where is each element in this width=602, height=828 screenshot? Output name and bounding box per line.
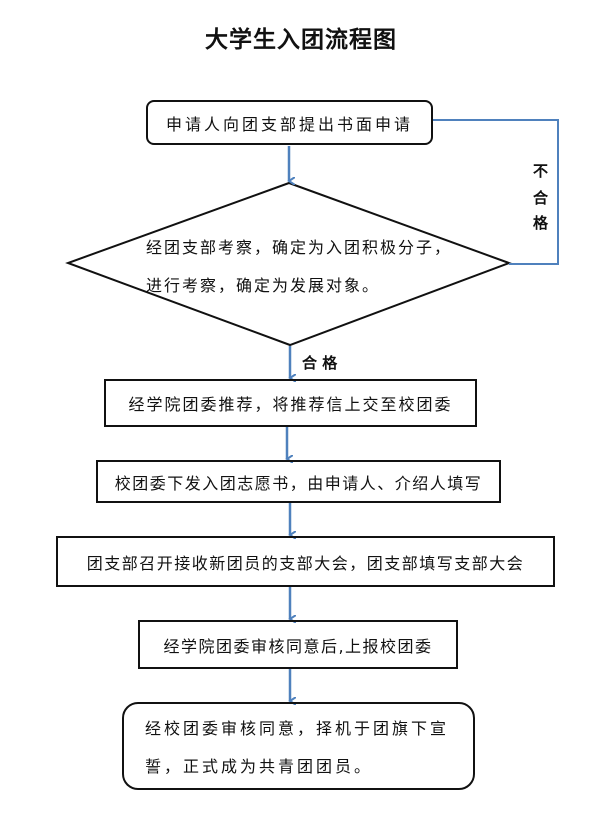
fail-label-1: 不 xyxy=(533,162,549,180)
fail-label-3: 格 xyxy=(533,214,549,232)
step-meeting-text: 团支部召开接收新团员的支部大会，团支部填写支部大会 xyxy=(86,553,525,573)
step-apply: 申请人向团支部提出书面申请 xyxy=(146,100,433,145)
step-final-line2: 誓，正式成为共青团团员。 xyxy=(145,757,374,776)
step-form-text: 校团委下发入团志愿书，由申请人、介绍人填写 xyxy=(114,473,483,493)
step-approve: 经学院团委审核同意后,上报校团委 xyxy=(138,620,458,669)
step-recommend-text: 经学院团委推荐，将推荐信上交至校团委 xyxy=(128,395,453,414)
step-recommend: 经学院团委推荐，将推荐信上交至校团委 xyxy=(104,379,477,427)
fail-label-2: 合 xyxy=(533,189,549,207)
decision-text-line1: 经团支部考察，确定为入团积极分子， xyxy=(146,238,453,257)
step-meeting: 团支部召开接收新团员的支部大会，团支部填写支部大会 xyxy=(56,536,555,587)
step-form: 校团委下发入团志愿书，由申请人、介绍人填写 xyxy=(96,460,501,503)
pass-label: 合 格 xyxy=(302,354,338,372)
step-final-line1: 经校团委审核同意，择机于团旗下宣 xyxy=(145,719,450,738)
decision-text-line2: 进行考察，确定为发展对象。 xyxy=(146,276,381,295)
step-apply-text: 申请人向团支部提出书面申请 xyxy=(165,114,413,134)
step-final: 经校团委审核同意，择机于团旗下宣 誓，正式成为共青团团员。 xyxy=(122,702,475,790)
page-title: 大学生入团流程图 xyxy=(205,27,397,53)
fail-loop-line xyxy=(432,119,559,265)
decision-diamond xyxy=(65,181,512,347)
step-approve-text: 经学院团委审核同意后,上报校团委 xyxy=(163,636,433,656)
